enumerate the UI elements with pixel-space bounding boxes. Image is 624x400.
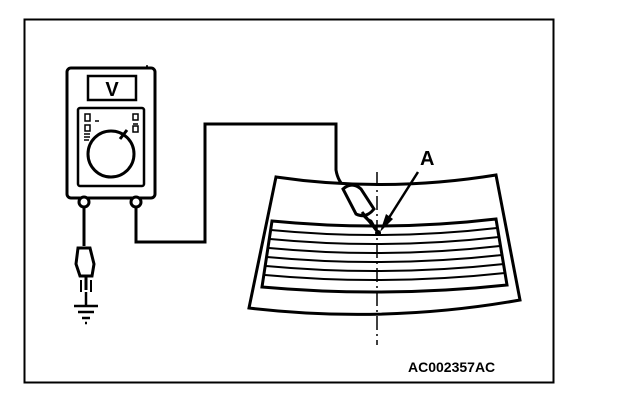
figure-code: AC002357AC	[408, 359, 495, 375]
ground-symbol-icon	[74, 292, 98, 325]
callout-arrow	[380, 171, 420, 232]
selector-dial	[86, 129, 136, 179]
ground-lead	[74, 207, 96, 292]
test-probe-icon	[341, 183, 382, 236]
figure-frame	[23, 18, 555, 384]
meter-symbol: V	[105, 79, 119, 101]
range-marks	[84, 113, 139, 141]
defogger-grid	[260, 217, 509, 294]
callout-label: A	[420, 148, 434, 170]
com-jack	[77, 195, 91, 209]
voltmeter-icon: V	[65, 66, 157, 209]
volt-jack	[129, 195, 143, 209]
